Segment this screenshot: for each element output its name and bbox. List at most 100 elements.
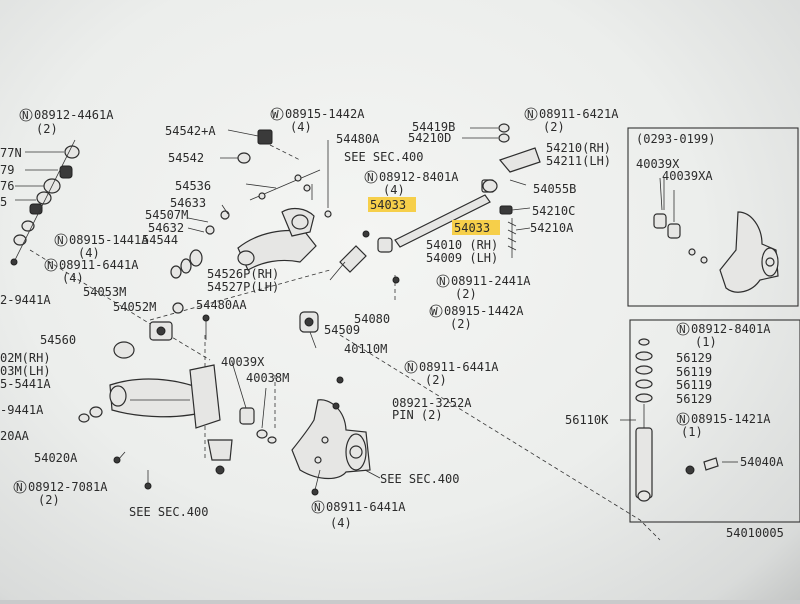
label-40039x: 40039X bbox=[636, 157, 680, 171]
label-54210-rh: 54210(RH) bbox=[546, 141, 611, 155]
n-mark-icon: N bbox=[679, 323, 686, 336]
label-54560: 54560 bbox=[40, 333, 76, 347]
label-54210d: 54210D bbox=[408, 131, 451, 145]
n-mark-icon bbox=[676, 322, 690, 336]
w-mark-icon bbox=[429, 304, 443, 318]
label-n08911-6421a: 08911-6421A bbox=[539, 107, 619, 121]
label-9441a: 2-9441A bbox=[0, 293, 51, 307]
label-54210c: 54210C bbox=[532, 204, 575, 218]
n-mark-icon bbox=[13, 480, 27, 494]
label-pin: PIN (2) bbox=[392, 408, 443, 422]
leader-lines bbox=[187, 127, 738, 479]
n-mark-icon bbox=[364, 170, 378, 184]
label-n08911-2441a: 08911-2441A bbox=[451, 274, 531, 288]
label-n08912-8401a: 08912-8401A bbox=[379, 170, 459, 184]
label-54052m: 54052M bbox=[113, 300, 156, 314]
label-54055b: 54055B bbox=[533, 182, 576, 196]
label-see-sec-400: SEE SEC.400 bbox=[380, 472, 459, 486]
label-54480aa: 54480AA bbox=[196, 298, 247, 312]
highlight-54033-b bbox=[452, 220, 500, 235]
label-qty: (2) bbox=[450, 317, 472, 331]
label-54480a: 54480A bbox=[336, 132, 380, 146]
left-bushing-stack bbox=[10, 139, 80, 266]
n-mark-icon bbox=[524, 107, 538, 121]
label-54542: 54542 bbox=[168, 151, 204, 165]
label-54509: 54509 bbox=[324, 323, 360, 337]
label-n08911-6441a: 08911-6441A bbox=[59, 258, 139, 272]
label-5441a: 5-5441A bbox=[0, 377, 51, 391]
label-40039xa: 40039XA bbox=[662, 169, 713, 183]
label-54033: 54033 bbox=[454, 221, 490, 235]
steering-knuckle bbox=[291, 376, 371, 496]
bushing-parts bbox=[239, 311, 319, 444]
label-40110m: 40110M bbox=[344, 342, 387, 356]
label-54211-lh: 54211(LH) bbox=[546, 154, 611, 168]
label-qty: (2) bbox=[36, 122, 58, 136]
n-mark-icon bbox=[19, 108, 33, 122]
label-see-sec-400: SEE SEC.400 bbox=[129, 505, 208, 519]
label-54526p: 54526P(RH) bbox=[207, 267, 279, 281]
label-54633: 54633 bbox=[170, 196, 206, 210]
inset-shock-parts bbox=[635, 338, 719, 502]
label-qty: (2) bbox=[425, 373, 447, 387]
n-mark-icon: N bbox=[407, 361, 414, 374]
n-mark-icon bbox=[676, 412, 690, 426]
n-mark-icon: N bbox=[16, 481, 23, 494]
n-mark-icon bbox=[44, 258, 58, 272]
label-02m-rh: 02M(RH) bbox=[0, 351, 51, 365]
n-mark-icon: N bbox=[47, 259, 54, 272]
n-mark-icon bbox=[54, 233, 68, 247]
n-mark-icon: N bbox=[439, 275, 446, 288]
inset-box-shock bbox=[629, 319, 800, 523]
w-mark-icon bbox=[270, 107, 284, 121]
n-mark-icon bbox=[436, 274, 450, 288]
label-qty: (2) bbox=[38, 493, 60, 507]
label-range: (0293-0199) bbox=[636, 132, 715, 146]
n-mark-icon: N bbox=[679, 413, 686, 426]
n-mark-icon: N bbox=[367, 171, 374, 184]
label-54507m: 54507M bbox=[145, 208, 188, 222]
label-56129: 56129 bbox=[676, 392, 712, 406]
diagram-code: 54010005 bbox=[726, 526, 784, 540]
label-qty: (1) bbox=[681, 425, 703, 439]
tension-rod-assembly bbox=[329, 123, 541, 284]
label-54020a: 54020A bbox=[34, 451, 78, 465]
label-see-sec-400: SEE SEC.400 bbox=[344, 150, 423, 164]
ref-line bbox=[29, 249, 211, 361]
label-n08915-1421a: 08915-1421A bbox=[691, 412, 771, 426]
label-54033: 54033 bbox=[370, 198, 406, 212]
label-qty: (4) bbox=[62, 271, 84, 285]
label-03m-lh: 03M(LH) bbox=[0, 364, 51, 378]
label-n08911-6441a: 08911-6441A bbox=[419, 360, 499, 374]
label-54632: 54632 bbox=[148, 221, 184, 235]
label-n08912-7081a: 08912-7081A bbox=[28, 480, 108, 494]
label-qty: (1) bbox=[695, 335, 717, 349]
n-mark-icon: N bbox=[57, 234, 64, 247]
n-mark-icon: N bbox=[22, 109, 29, 122]
label-qty: (4) bbox=[290, 120, 312, 134]
n-mark-icon: N bbox=[527, 108, 534, 121]
label-40039x: 40039X bbox=[221, 355, 265, 369]
label-n08915-1442a: 08915-1442A bbox=[285, 107, 365, 121]
label-n08912-8401a: 08912-8401A bbox=[691, 322, 771, 336]
w-mark-icon: W bbox=[431, 305, 438, 318]
label-54040a: 54040A bbox=[740, 455, 784, 469]
label-qty: (2) bbox=[455, 287, 477, 301]
upper-control-arm bbox=[170, 129, 332, 279]
label-n08911-6441a: 08911-6441A bbox=[326, 500, 406, 514]
n-mark-icon bbox=[311, 500, 325, 514]
label-54542a: 54542+A bbox=[165, 124, 216, 138]
label-9441a: -9441A bbox=[0, 403, 44, 417]
label-54527p: 54527P(LH) bbox=[207, 280, 279, 294]
label-qty: (4) bbox=[78, 246, 100, 260]
label-n08912-4461a: 08912-4461A bbox=[34, 108, 114, 122]
inset-knuckle-parts bbox=[653, 178, 779, 293]
label-76: 76 bbox=[0, 179, 14, 193]
label-54210a: 54210A bbox=[530, 221, 574, 235]
ref-line bbox=[339, 334, 661, 541]
label-40038m: 40038M bbox=[246, 371, 289, 385]
lower-arm-assembly bbox=[78, 302, 233, 490]
label-56110k: 56110K bbox=[565, 413, 609, 427]
